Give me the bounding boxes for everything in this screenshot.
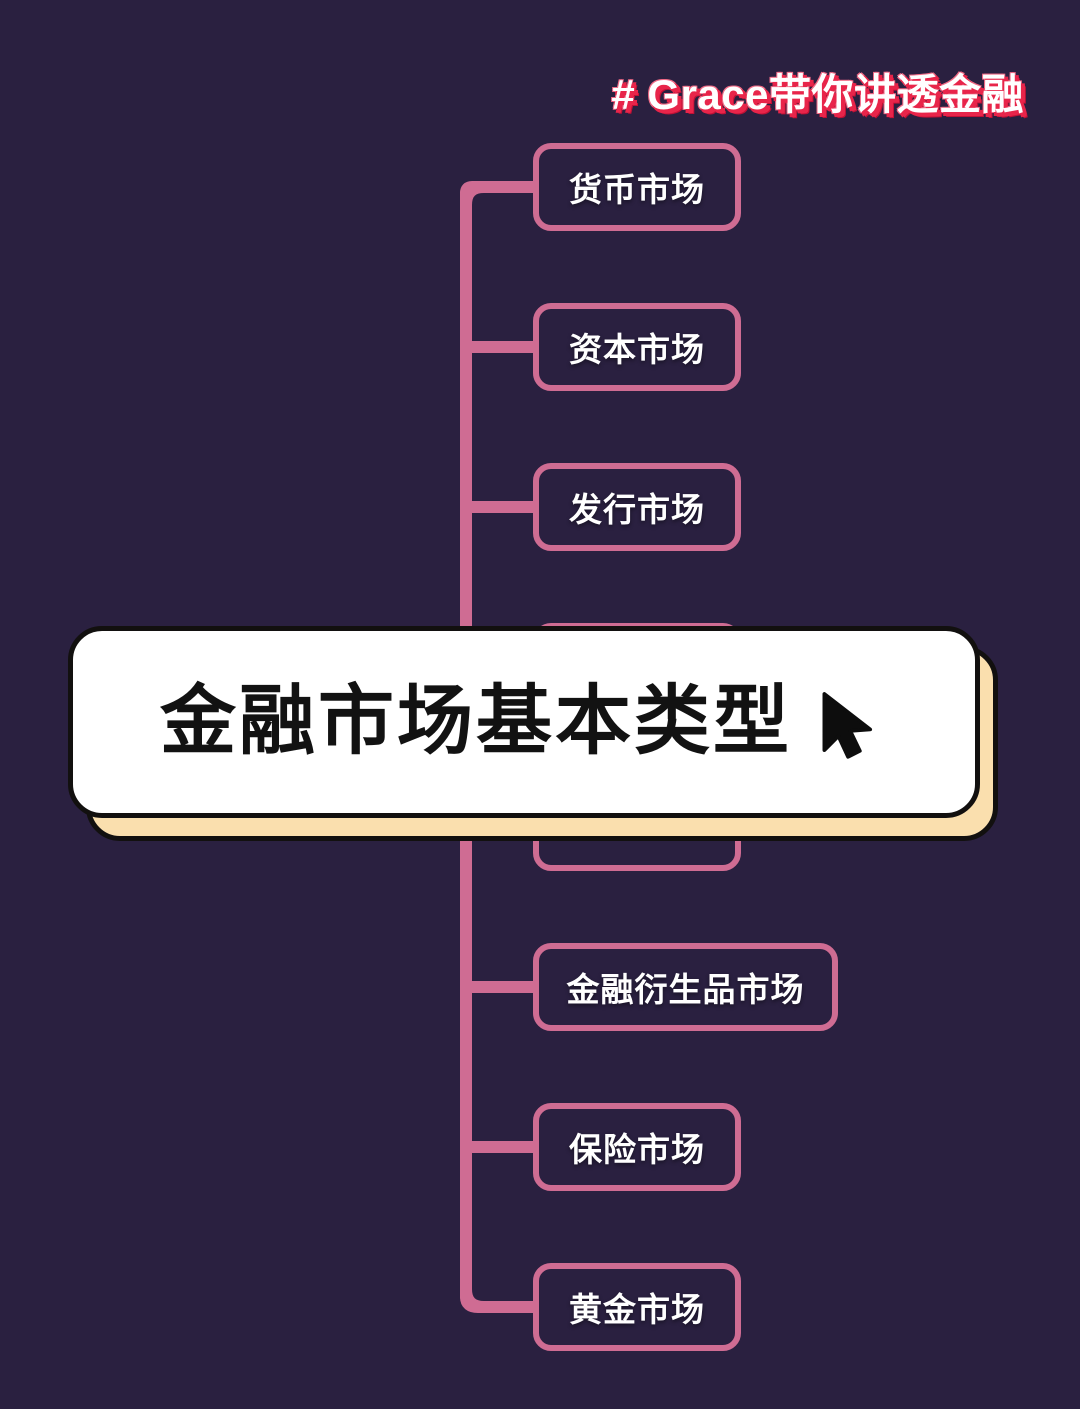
mindmap-node-label: 保险市场 [569, 1131, 705, 1168]
mindmap-node-3[interactable]: 发行市场 [533, 463, 741, 551]
mindmap-node-6[interactable]: 金融衍生品市场 [533, 943, 838, 1031]
mindmap-node-label: 资本市场 [569, 331, 705, 368]
mindmap-node-label: 货币市场 [569, 171, 705, 208]
mindmap-node-7[interactable]: 保险市场 [533, 1103, 741, 1191]
mindmap-node-label: 黄金市场 [569, 1291, 705, 1328]
page-title: 金融市场基本类型 [160, 679, 792, 764]
elbow-bottom [460, 1283, 490, 1313]
hashtag-title: # Grace带你讲透金融 [611, 71, 1024, 118]
center-card-container[interactable]: 金融市场基本类型 [68, 626, 998, 841]
mindmap-node-1[interactable]: 货币市场 [533, 143, 741, 231]
cursor-arrow-icon [822, 692, 873, 759]
mindmap-node-8[interactable]: 黄金市场 [533, 1263, 741, 1351]
elbow-top [460, 181, 490, 211]
mindmap-node-label: 金融衍生品市场 [566, 971, 805, 1008]
center-card[interactable]: 金融市场基本类型 [68, 626, 980, 818]
mindmap-node-2[interactable]: 资本市场 [533, 303, 741, 391]
mindmap-node-label: 发行市场 [569, 491, 705, 528]
